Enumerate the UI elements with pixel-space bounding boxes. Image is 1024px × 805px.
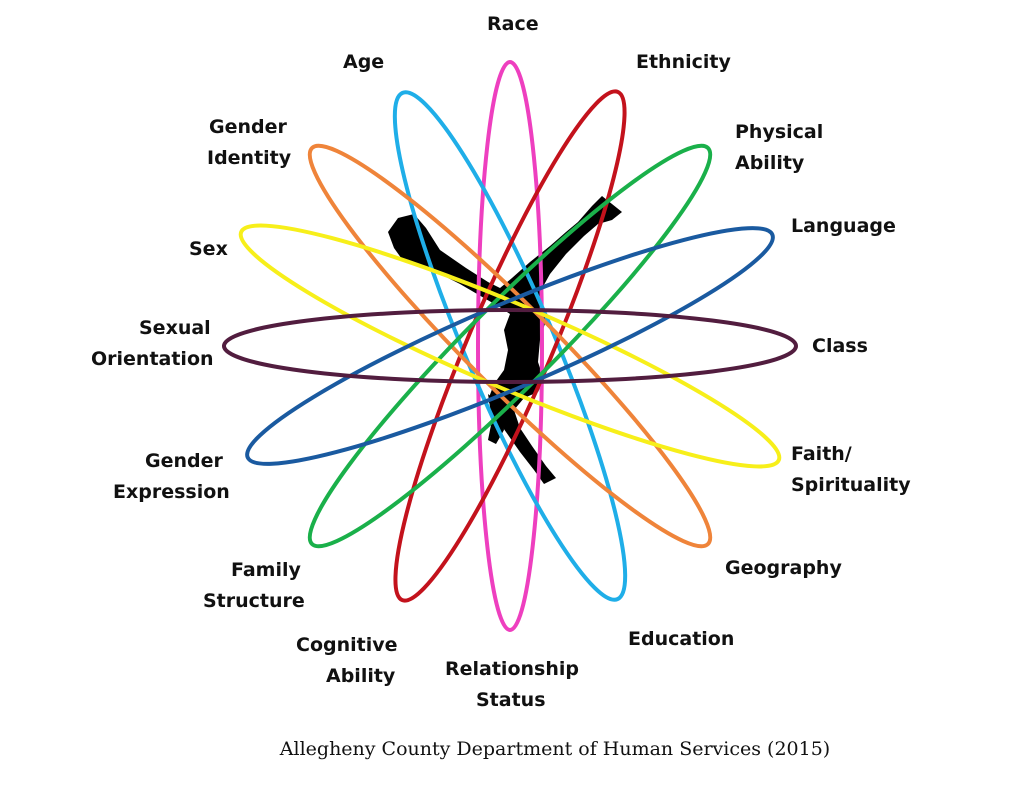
label-ethnicity: Ethnicity <box>636 51 731 73</box>
label-gender-expression-1: Gender <box>145 450 223 472</box>
source-caption: Allegheny County Department of Human Ser… <box>279 738 831 760</box>
label-faith-spirituality-1: Faith/ <box>791 443 852 465</box>
gender-identity-ring <box>307 143 713 549</box>
label-cognitive-ability-1: Cognitive <box>296 634 398 656</box>
label-physical-ability-2: Ability <box>735 152 805 174</box>
label-language: Language <box>791 215 896 237</box>
sex-ring <box>238 223 782 469</box>
class-ring <box>222 308 798 384</box>
label-class: Class <box>812 335 868 357</box>
label-family-structure-2: Structure <box>203 590 305 612</box>
label-education: Education <box>628 628 734 650</box>
label-physical-ability-1: Physical <box>735 121 823 143</box>
label-geography: Geography <box>725 557 842 579</box>
ethnicity-ring <box>393 89 627 603</box>
label-gender-expression-2: Expression <box>113 481 230 503</box>
label-gender-identity-2: Identity <box>207 147 292 169</box>
label-sex: Sex <box>189 238 228 260</box>
label-faith-spirituality-2: Spirituality <box>791 474 911 496</box>
label-cognitive-ability-2: Ability <box>326 665 396 687</box>
physical-ability-ring <box>307 143 713 549</box>
label-relationship-status-1: Relationship <box>445 658 579 680</box>
label-sexual-orientation-1: Sexual <box>139 317 211 339</box>
race-ring <box>476 60 544 632</box>
label-race: Race <box>487 13 539 35</box>
label-family-structure-1: Family <box>231 559 302 581</box>
label-age: Age <box>343 51 384 73</box>
rings <box>222 60 798 632</box>
label-sexual-orientation-2: Orientation <box>91 348 214 370</box>
label-relationship-status-2: Status <box>476 689 546 711</box>
language-ring <box>245 226 775 466</box>
label-gender-identity-1: Gender <box>209 116 287 138</box>
